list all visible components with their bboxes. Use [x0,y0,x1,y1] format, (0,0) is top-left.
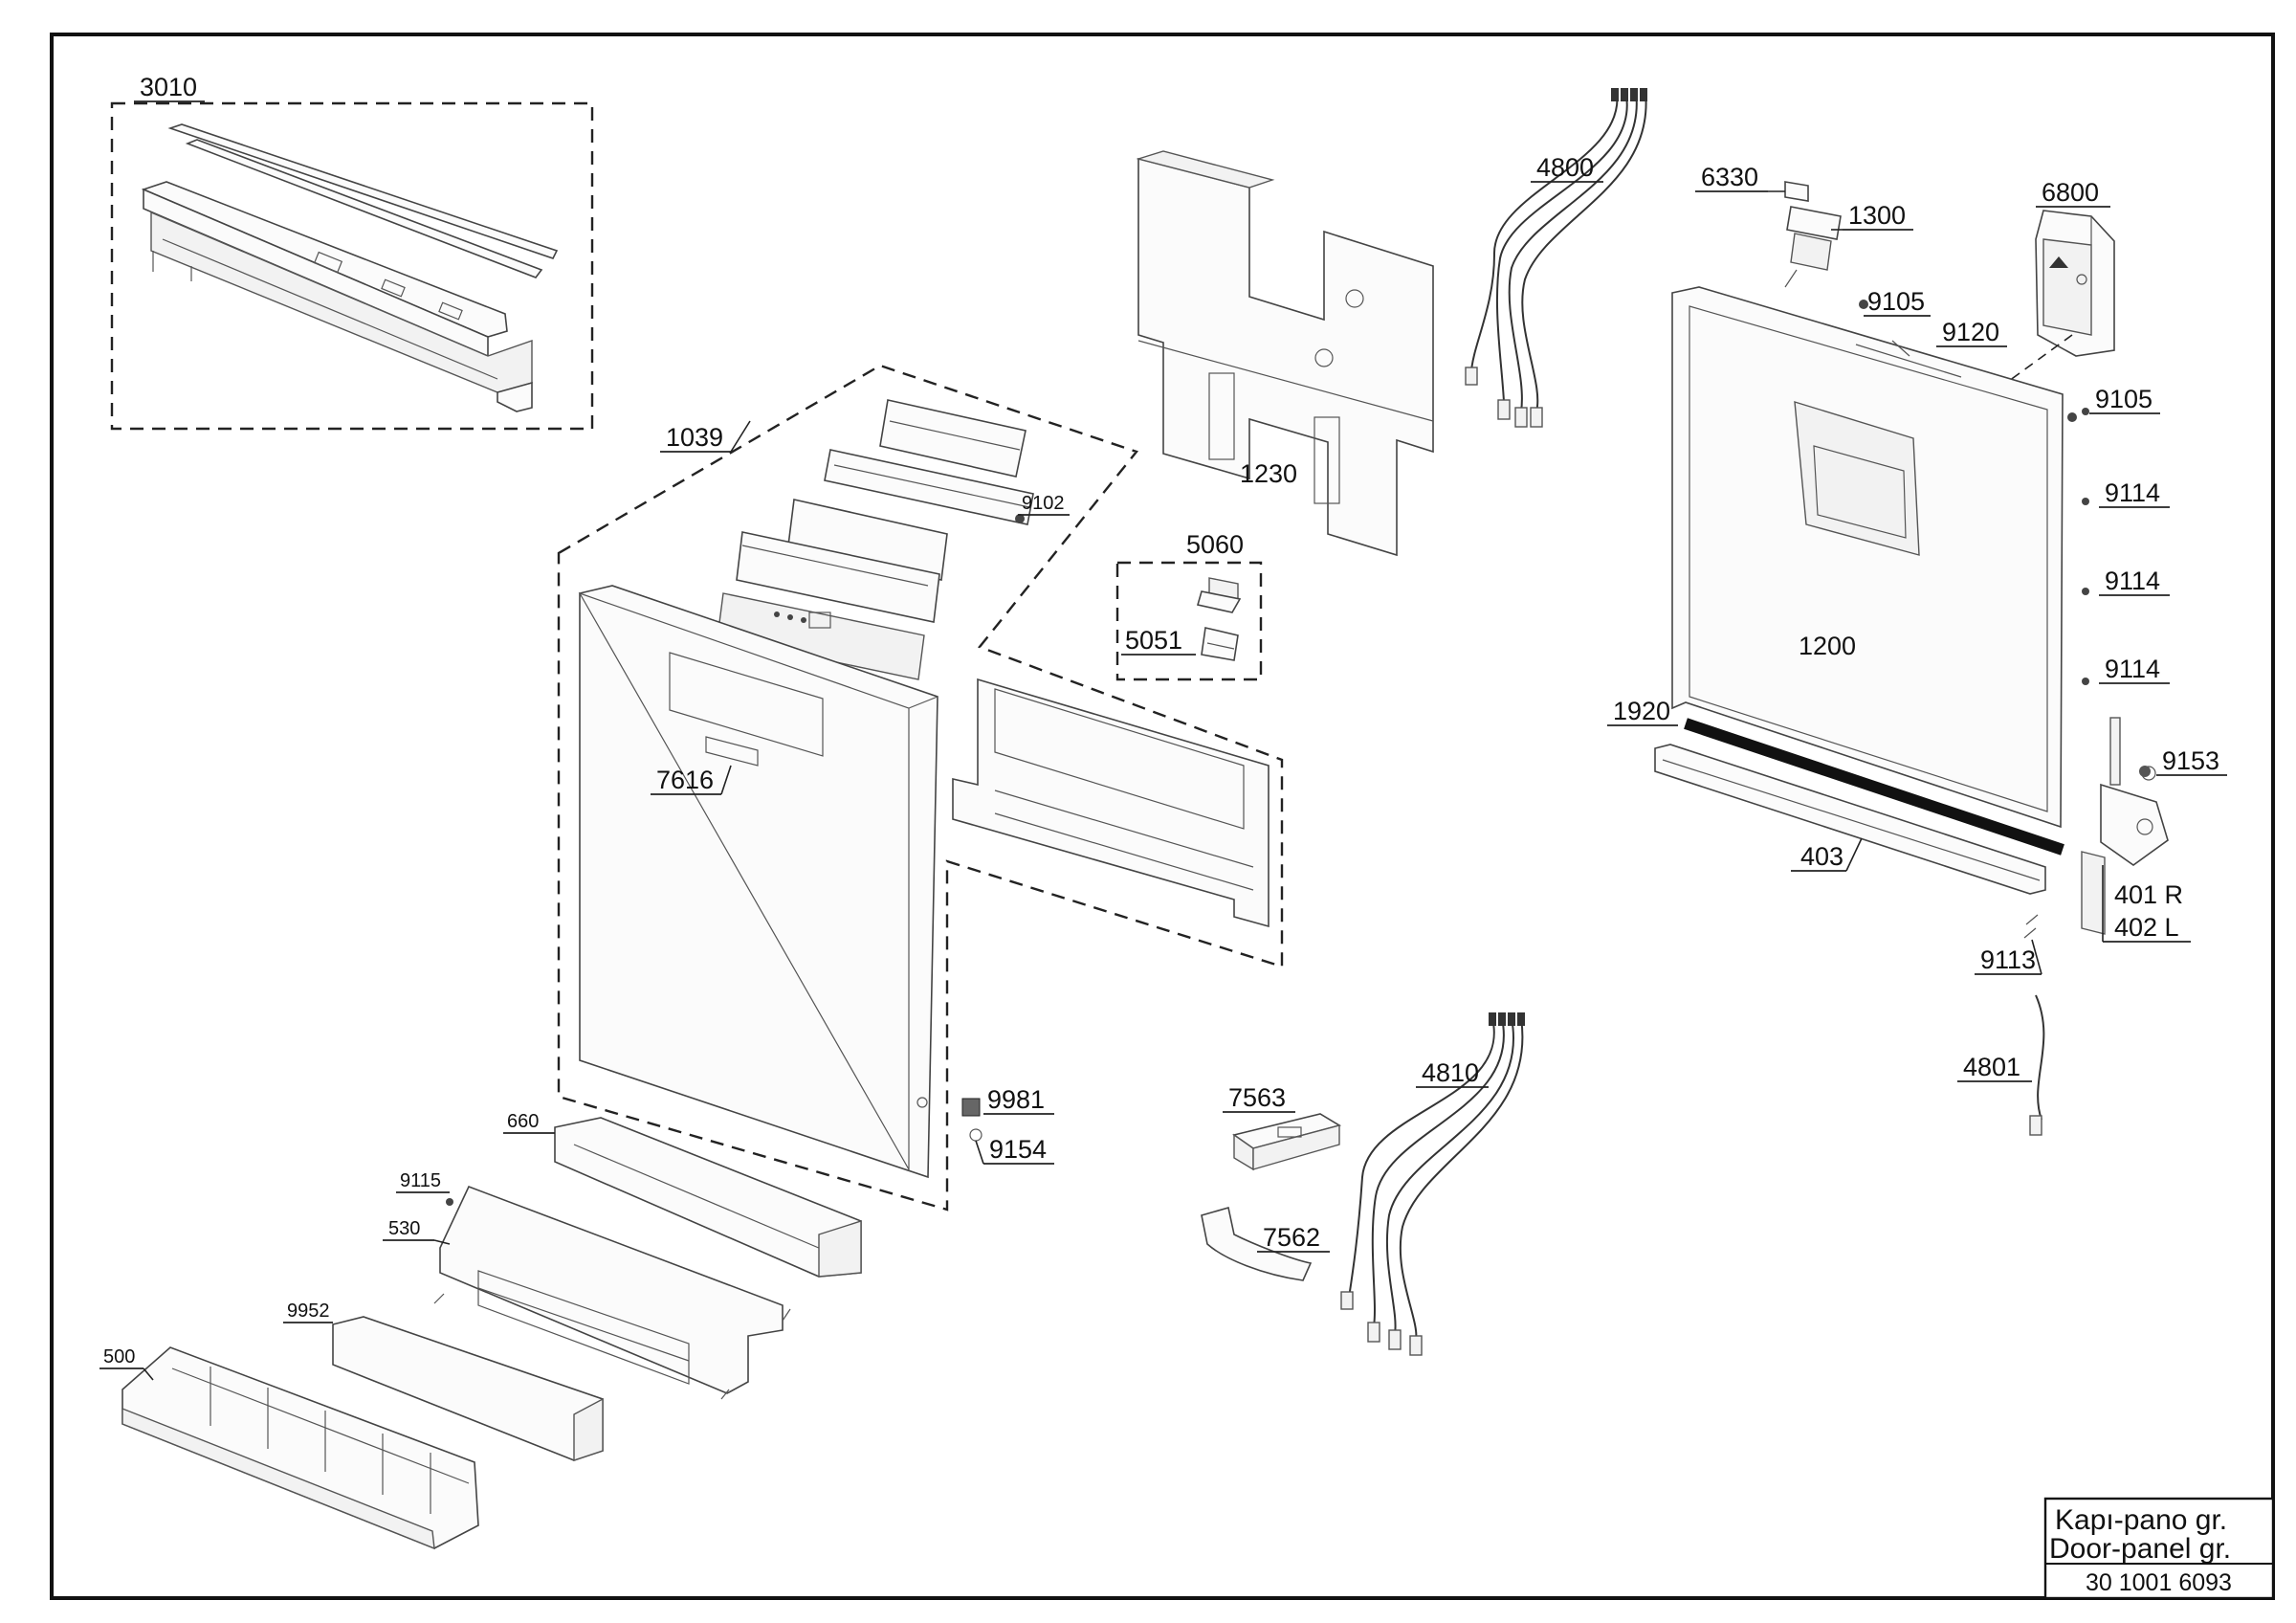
label-9114-c: 9114 [2099,655,2170,684]
label-9981-text: 9981 [987,1085,1045,1114]
label-9105-top: 9105 [1864,287,1931,317]
label-4800: 4800 [1531,153,1603,183]
label-1300: 1300 [1831,201,1913,231]
label-7563: 7563 [1223,1083,1295,1113]
label-9115-text: 9115 [400,1170,441,1191]
door-inner-frame [952,678,1269,928]
title-block-tr: Kapı-pano gr. [2055,1504,2227,1536]
label-3010: 3010 [134,73,205,102]
label-9113-text: 9113 [1980,945,2036,974]
label-9114-a: 9114 [2099,478,2170,508]
label-7616: 7616 [651,765,732,795]
label-3010-text: 3010 [140,73,197,101]
title-block-en: Door-panel gr. [2049,1533,2231,1565]
part-6330-1300-door-switch [1784,181,1842,288]
label-5051-text: 5051 [1125,626,1182,655]
part-1039-console-parts [717,399,1034,680]
label-403: 403 [1791,837,1863,872]
title-block: Kapı-pano gr. Door-panel gr. 30 1001 609… [2043,1497,2275,1600]
label-4801: 4801 [1957,1053,2032,1082]
label-4810: 4810 [1416,1058,1489,1088]
part-9952-panel [332,1316,604,1461]
part-4810-wire-harness [1340,1012,1525,1356]
part-5060-5051-group [1115,561,1263,681]
label-9102-text: 9102 [1022,493,1065,514]
label-500-text: 500 [103,1346,135,1367]
label-6330: 6330 [1695,163,1785,192]
label-401r-text: 401 R [2114,880,2183,909]
label-6800: 6800 [2036,178,2110,208]
part-403-bottom-rail [1654,744,2046,895]
part-1230-insulation [1136,150,1434,557]
label-402l-text: 402 L [2114,913,2179,942]
door-front-panel [578,585,938,1179]
part-9113-clip [2023,914,2039,939]
label-1300-text: 1300 [1848,201,1906,230]
drawing-frame [50,33,2275,1600]
part-1039-group-outline [557,364,1284,1212]
label-530: 530 [383,1218,451,1245]
label-7563-text: 7563 [1228,1083,1286,1112]
part-530-bracket [433,1185,791,1400]
label-9154-text: 9154 [989,1135,1047,1164]
label-500: 500 [99,1346,154,1381]
part-4801-wire [2029,994,2045,1136]
label-660: 660 [503,1111,555,1134]
label-1920: 1920 [1607,697,1678,726]
small-fasteners [446,300,2151,1206]
label-7562-text: 7562 [1263,1223,1320,1252]
part-660-kick-strip [554,1117,862,1278]
label-660-text: 660 [507,1111,539,1132]
label-9120: 9120 [1936,318,2007,347]
label-9102: 9102 [1018,493,1070,516]
label-7562: 7562 [1257,1223,1330,1253]
title-block-code: 30 1001 6093 [2086,1569,2232,1596]
label-9114-b: 9114 [2099,567,2170,596]
label-9120-text: 9120 [1942,318,1999,346]
part-500-plinth [121,1346,479,1550]
label-4810-text: 4810 [1422,1058,1479,1087]
label-9105-right: 9105 [2089,385,2160,414]
label-9981: 9981 [983,1085,1054,1115]
label-5060: 5060 [1186,530,1244,559]
label-530-text: 530 [388,1218,420,1239]
label-1200: 1200 [1799,632,1856,660]
label-7616-text: 7616 [656,766,714,794]
label-9154: 9154 [975,1135,1054,1165]
label-9105-right-text: 9105 [2095,385,2152,413]
part-1920-seal-strip [1684,718,2064,856]
part-7563-module [1232,1113,1342,1171]
part-401-402-hinge [2081,717,2169,935]
label-6800-text: 6800 [2042,178,2099,207]
label-9952: 9952 [283,1301,333,1323]
label-9114-b-text: 9114 [2105,567,2160,595]
label-403-text: 403 [1800,842,1843,871]
label-9114-a-text: 9114 [2105,478,2160,507]
label-1230: 1230 [1240,459,1297,488]
part-6800-detergent-dispenser [2035,210,2115,357]
label-9113: 9113 [1975,939,2042,975]
part-7562-cable-cover [1201,1206,1313,1281]
label-1920-text: 1920 [1613,697,1670,725]
label-5051: 5051 [1121,626,1196,656]
label-5060-text: 5060 [1186,530,1244,559]
label-6330-text: 6330 [1701,163,1758,191]
part-1200-inner-door [1671,286,2089,829]
label-401-402: 401 R 402 L [2102,865,2191,943]
label-9115: 9115 [396,1170,450,1193]
label-9952-text: 9952 [287,1301,330,1322]
label-4800-text: 4800 [1536,153,1594,182]
label-1039-text: 1039 [666,423,723,452]
part-3010-control-strip [110,101,594,431]
label-9105-top-text: 9105 [1867,287,1925,316]
label-9153: 9153 [2156,746,2227,776]
label-4801-text: 4801 [1963,1053,2020,1081]
label-9114-c-text: 9114 [2105,655,2160,683]
label-1039: 1039 [660,420,751,453]
part-4800-wire-harness [1465,88,1647,428]
label-9153-text: 9153 [2162,746,2219,775]
